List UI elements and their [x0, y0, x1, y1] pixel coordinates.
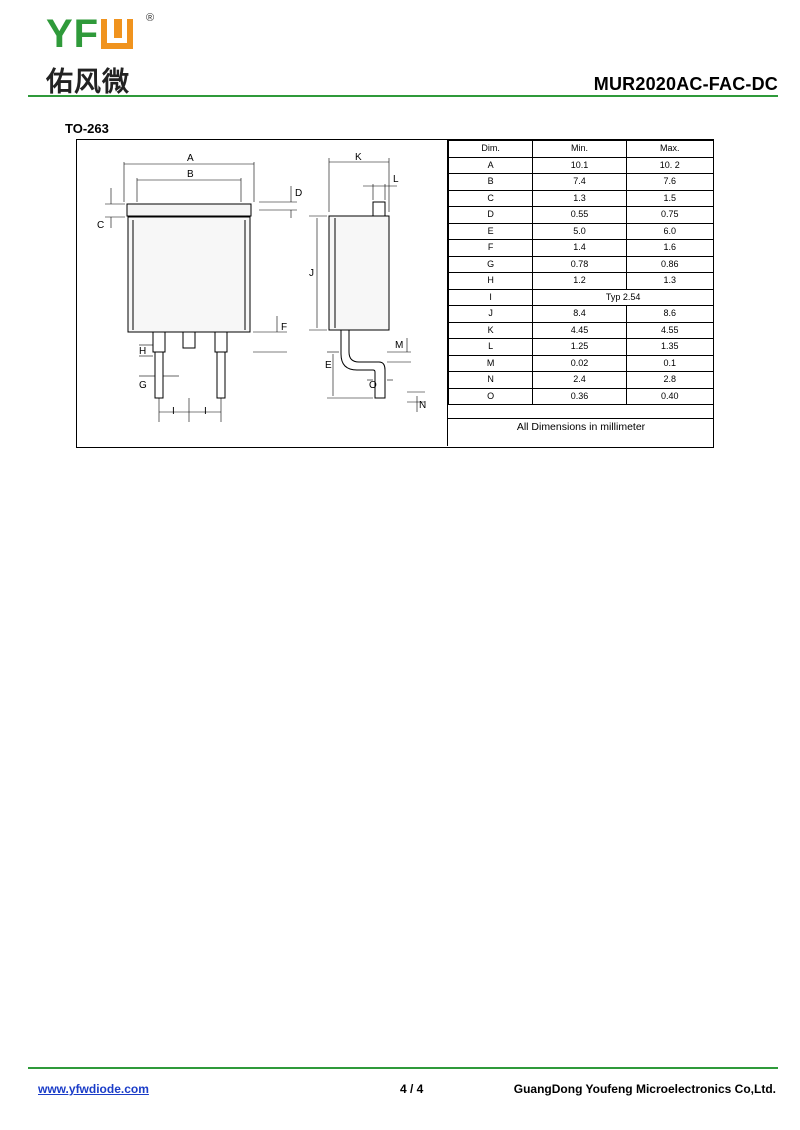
max-cell: 1.5: [625, 189, 715, 207]
dim-cell: D: [447, 206, 534, 224]
min-cell: 1.3: [532, 189, 627, 207]
min-cell: 1.4: [532, 239, 627, 257]
max-cell: 0.75: [625, 206, 715, 224]
dim-cell: C: [447, 189, 534, 207]
dim-cell: H: [447, 272, 534, 290]
dim-cell: I: [447, 288, 534, 306]
label-f: F: [281, 322, 287, 333]
min-cell: 0.78: [532, 255, 627, 273]
header-rule: [28, 95, 778, 97]
typ-cell: Typ 2.54: [532, 288, 714, 306]
label-g: G: [139, 380, 147, 391]
part-number: MUR2020AC-FAC-DC: [593, 74, 778, 94]
label-b: B: [187, 169, 194, 180]
package-title: TO-263: [65, 121, 109, 136]
label-o: O: [369, 380, 377, 391]
max-cell: 0.86: [625, 255, 715, 273]
dim-cell: F: [447, 239, 534, 257]
max-cell: 8.6: [625, 305, 715, 323]
max-cell: 7.6: [625, 173, 715, 191]
label-c: C: [97, 220, 104, 231]
dim-cell: A: [447, 156, 534, 174]
dim-cell: L: [447, 338, 534, 356]
min-cell: 0.02: [532, 354, 627, 372]
header-min: Min.: [532, 140, 627, 158]
label-n: N: [419, 400, 426, 411]
label-k: K: [355, 152, 362, 163]
company-logo: YF ® 佑风微: [28, 12, 178, 98]
table-header-row: Dim. Min. Max.: [447, 140, 715, 158]
min-cell: 7.4: [532, 173, 627, 191]
dim-cell: E: [447, 222, 534, 240]
min-cell: 2.4: [532, 371, 627, 389]
min-cell: 0.36: [532, 387, 627, 405]
dim-cell: G: [447, 255, 534, 273]
label-h: H: [139, 346, 146, 357]
max-cell: 1.6: [625, 239, 715, 257]
label-m: M: [395, 340, 403, 351]
max-cell: 10. 2: [625, 156, 715, 174]
page-number: 4 / 4: [400, 1082, 424, 1096]
package-dimension-frame: A B C D F H G I I K L J E M O N Dim. Min…: [76, 139, 715, 448]
dim-cell: B: [447, 173, 534, 191]
footer-rule: [28, 1067, 778, 1069]
max-cell: 0.1: [625, 354, 715, 372]
max-cell: 4.55: [625, 321, 715, 339]
min-cell: 5.0: [532, 222, 627, 240]
min-cell: 4.45: [532, 321, 627, 339]
header-max: Max.: [625, 140, 715, 158]
dim-cell: K: [447, 321, 534, 339]
max-cell: 2.8: [625, 371, 715, 389]
min-cell: 1.2: [532, 272, 627, 290]
max-cell: 1.3: [625, 272, 715, 290]
label-j: J: [309, 268, 314, 279]
max-cell: 1.35: [625, 338, 715, 356]
label-e: E: [325, 360, 332, 371]
company-name: GuangDong Youfeng Microelectronics Co,Lt…: [513, 1082, 776, 1096]
dim-cell: N: [447, 371, 534, 389]
dim-cell: J: [447, 305, 534, 323]
max-cell: 0.40: [625, 387, 715, 405]
label-i-2: I: [204, 406, 207, 417]
website-link[interactable]: www.yfwdiode.com: [38, 1082, 149, 1096]
label-d: D: [295, 188, 302, 199]
label-i-1: I: [172, 406, 175, 417]
min-cell: 1.25: [532, 338, 627, 356]
logo-chinese-name: 佑风微: [46, 67, 130, 98]
table-footnote: All Dimensions in millimeter: [516, 421, 646, 433]
min-cell: 8.4: [532, 305, 627, 323]
max-cell: 6.0: [625, 222, 715, 240]
min-cell: 0.55: [532, 206, 627, 224]
header-dim: Dim.: [447, 140, 534, 158]
logo-wordmark: YF: [46, 14, 134, 54]
registered-mark: ®: [146, 12, 155, 24]
package-outline-drawing: A B C D F H G I I K L J E M O N: [97, 152, 426, 422]
min-cell: 10.1: [532, 156, 627, 174]
label-l: L: [393, 174, 399, 185]
label-a: A: [187, 153, 194, 164]
dim-cell: O: [447, 387, 534, 405]
dim-cell: M: [447, 354, 534, 372]
